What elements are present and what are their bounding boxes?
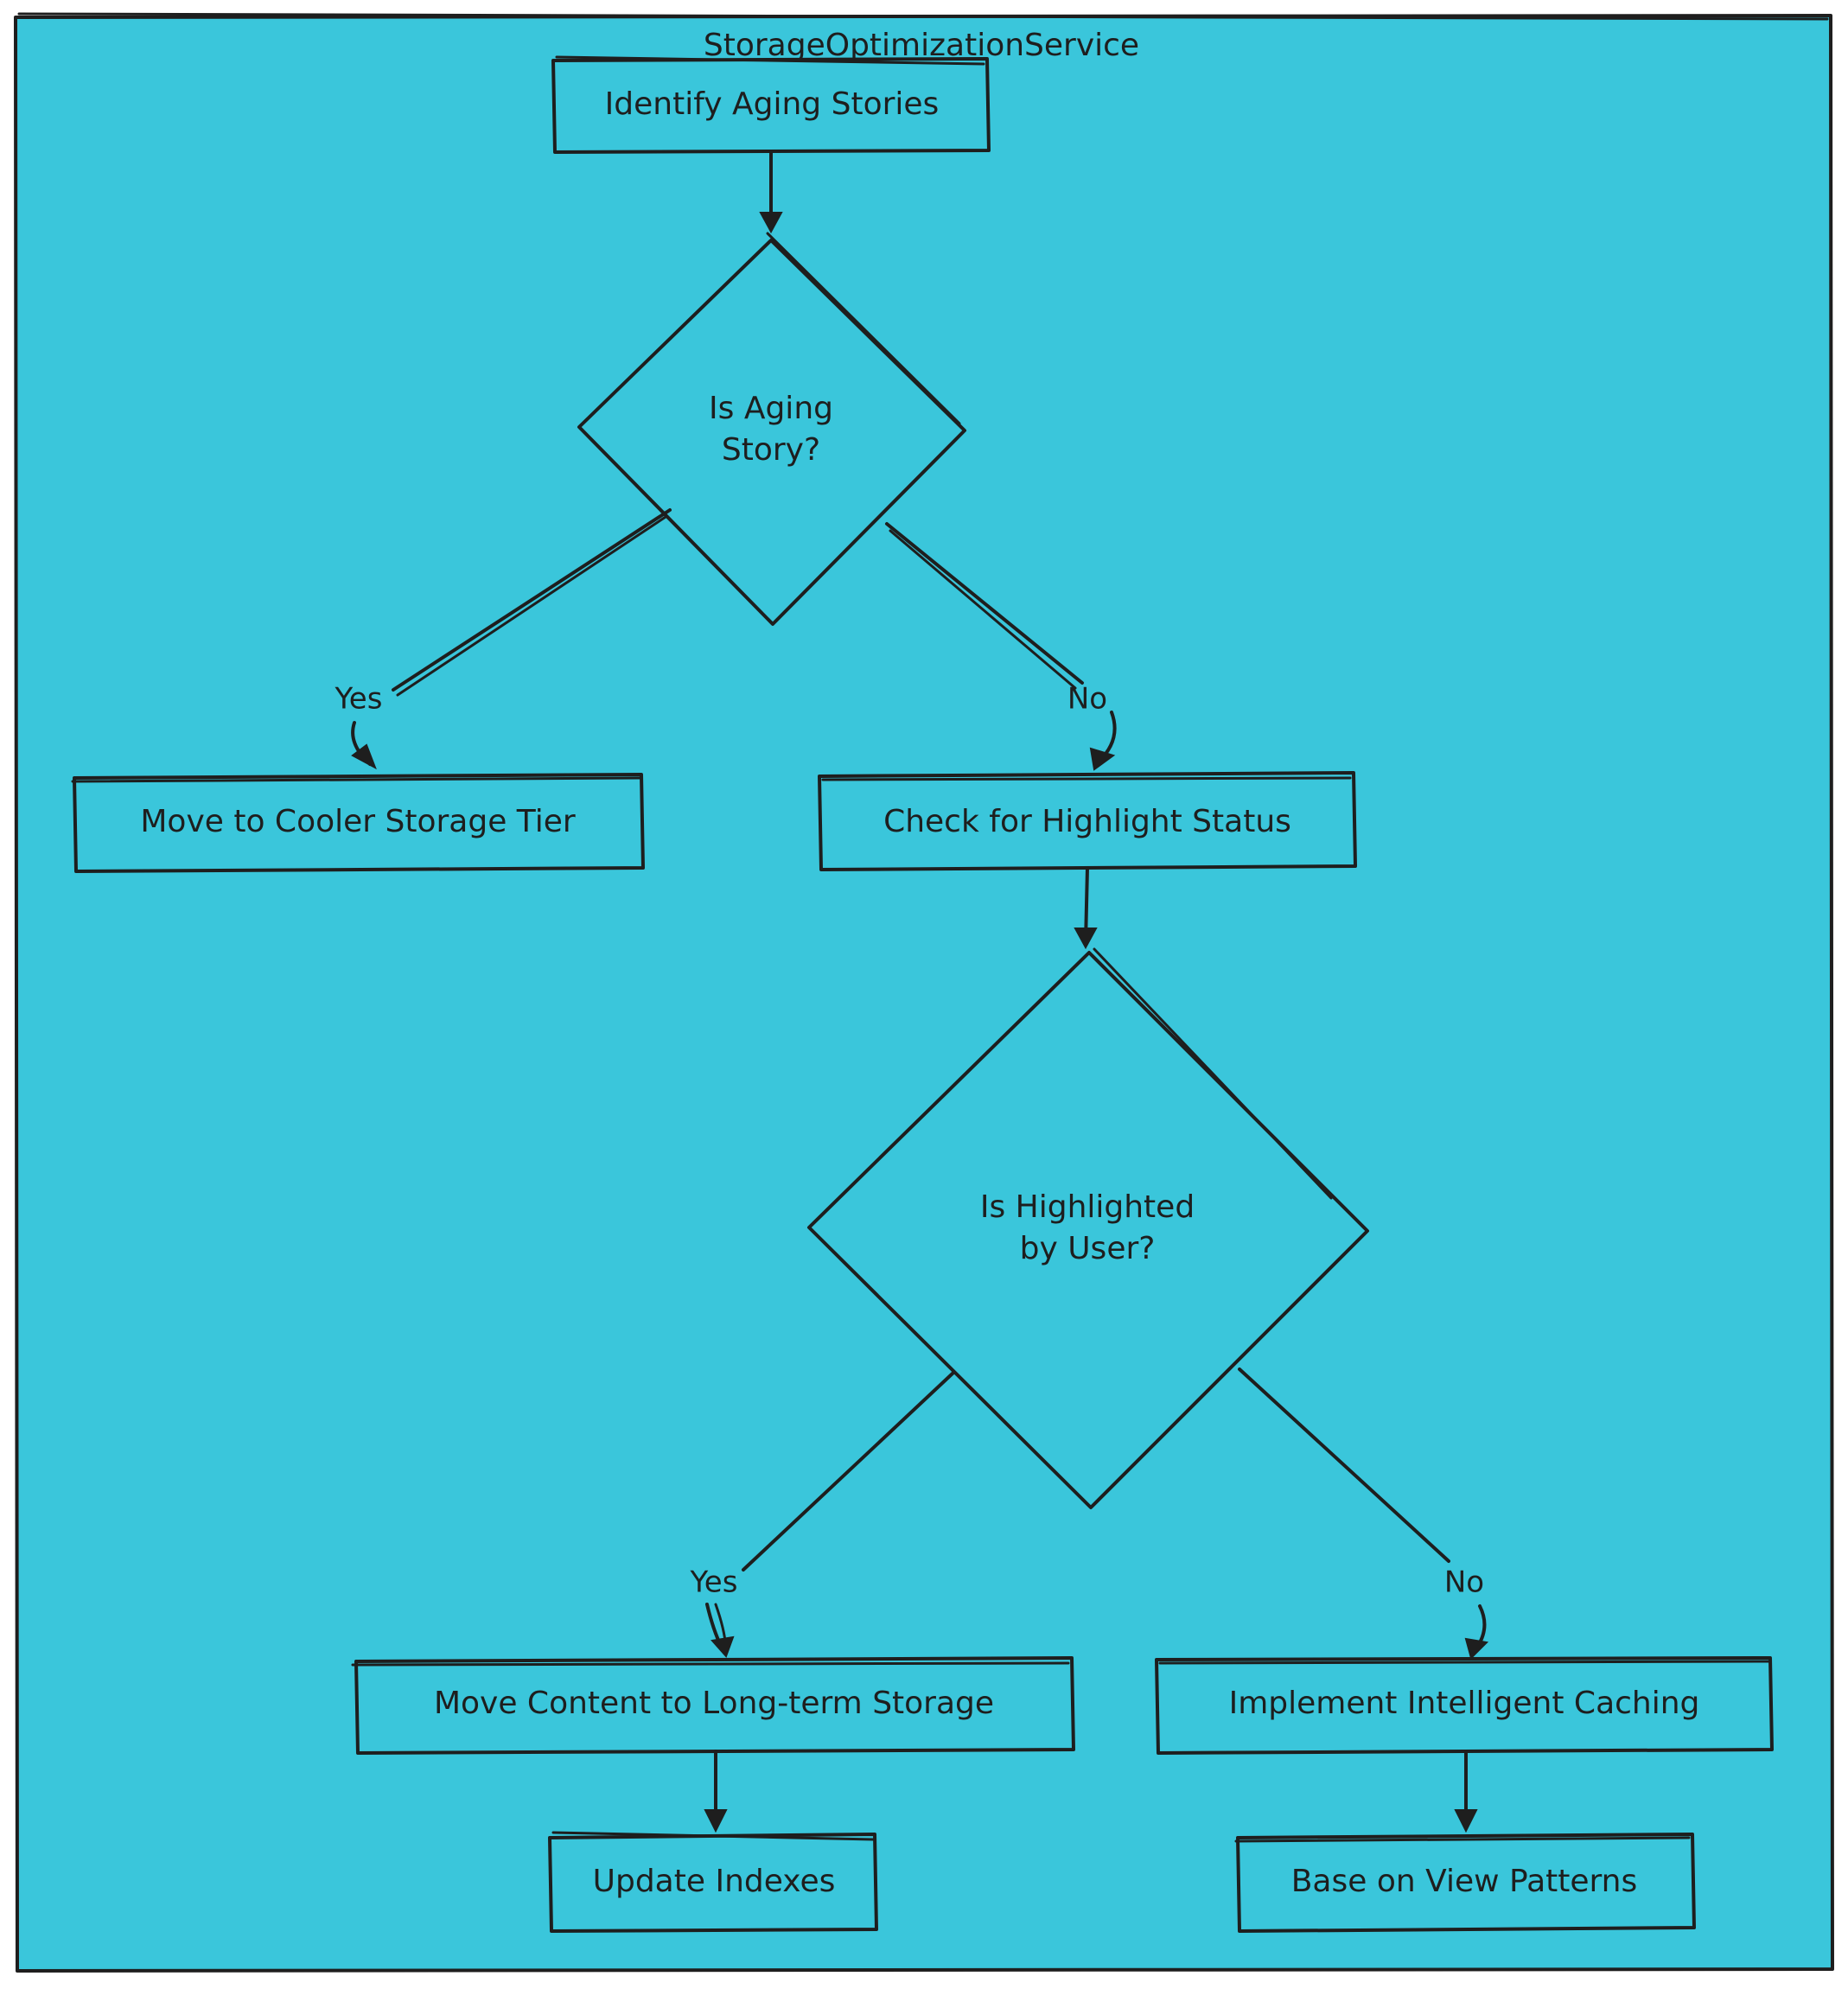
node-check-for-highlight-status: Check for Highlight Status [818,771,1357,871]
node-identify-aging-stories: Identify Aging Stories [551,55,991,154]
node-update-indexes: Update Indexes [548,1831,878,1933]
edge-identify-to-aging-decision [759,150,783,234]
node-label: Base on View Patterns [1291,1864,1638,1899]
node-implement-intelligent-caching: Implement Intelligent Caching [1155,1656,1774,1755]
node-label: Check for Highlight Status [883,804,1291,839]
node-move-content-to-long-term-storage: Move Content to Long-term Storage [351,1656,1075,1755]
decision-label-line1: Is Highlighted [980,1189,1195,1225]
edge-label-highlight-yes: Yes [690,1565,738,1600]
node-label: Move Content to Long-term Storage [434,1686,994,1721]
decision-label-line2: by User? [1020,1231,1156,1266]
edge-caching-to-patterns [1454,1750,1478,1833]
decision-label-line2: Story? [722,432,820,468]
node-base-on-view-patterns: Base on View Patterns [1234,1833,1696,1933]
edge-aging-yes: Yes [335,508,672,770]
node-label: Identify Aging Stories [605,86,940,122]
edge-label-highlight-no: No [1444,1565,1484,1600]
edge-aging-no: No [885,522,1117,771]
storage-optimization-service-container: StorageOptimizationService [14,12,1834,1973]
edge-label-aging-no: No [1067,682,1107,717]
decision-is-highlighted-by-user: Is Highlighted by User? [807,947,1369,1509]
node-label: Implement Intelligent Caching [1229,1686,1700,1721]
node-label: Move to Cooler Storage Tier [140,804,575,839]
container-title: StorageOptimizationService [704,28,1139,63]
edge-check-to-highlight-decision [1074,866,1098,950]
edge-longterm-to-indexes [704,1750,728,1833]
decision-label-line1: Is Aging [709,391,833,426]
decision-is-aging-story: Is Aging Story? [577,232,966,626]
edge-highlight-no: No [1238,1367,1489,1660]
node-move-to-cooler-storage-tier: Move to Cooler Storage Tier [71,773,645,873]
edge-highlight-yes: Yes [690,1371,955,1658]
edge-label-aging-yes: Yes [335,682,383,717]
node-label: Update Indexes [593,1864,836,1899]
